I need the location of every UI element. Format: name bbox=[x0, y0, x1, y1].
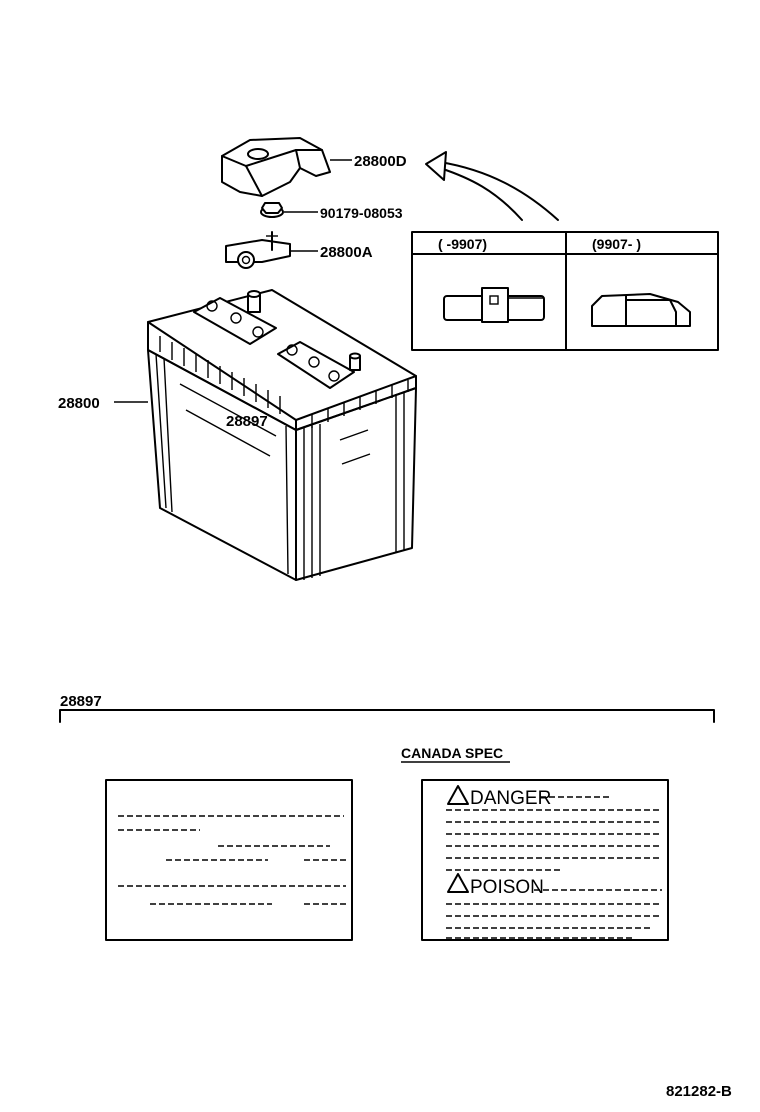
poison-text: POISON bbox=[470, 877, 544, 898]
variant-arrow bbox=[425, 151, 559, 221]
battery-part bbox=[114, 289, 417, 581]
terminal-clamp-part bbox=[225, 231, 318, 269]
nut-part bbox=[260, 202, 318, 218]
label-section-bracket bbox=[59, 709, 715, 723]
variant-col2-header: (9907- ) bbox=[592, 236, 641, 252]
danger-text: DANGER bbox=[470, 788, 551, 809]
cover-variant-old bbox=[443, 287, 545, 323]
label-part-number: 28897 bbox=[226, 413, 268, 430]
variant-col1-header: ( -9907) bbox=[438, 236, 487, 252]
standard-label bbox=[105, 779, 353, 941]
danger-warning-icon bbox=[447, 785, 469, 805]
nut-part-number: 90179-08053 bbox=[320, 205, 403, 221]
poison-warning-icon bbox=[447, 873, 469, 893]
terminal-cover-part bbox=[221, 137, 352, 197]
canada-spec-heading: CANADA SPEC bbox=[401, 745, 503, 761]
variant-table bbox=[411, 231, 719, 351]
clamp-part-number: 28800A bbox=[320, 244, 373, 261]
cover-part-number: 28800D bbox=[354, 153, 407, 170]
label-section-title: 28897 bbox=[60, 693, 102, 710]
cover-variant-new bbox=[591, 293, 691, 327]
canada-spec-label bbox=[421, 779, 669, 941]
figure-id: 821282-B bbox=[666, 1083, 732, 1100]
battery-part-number: 28800 bbox=[58, 395, 100, 412]
